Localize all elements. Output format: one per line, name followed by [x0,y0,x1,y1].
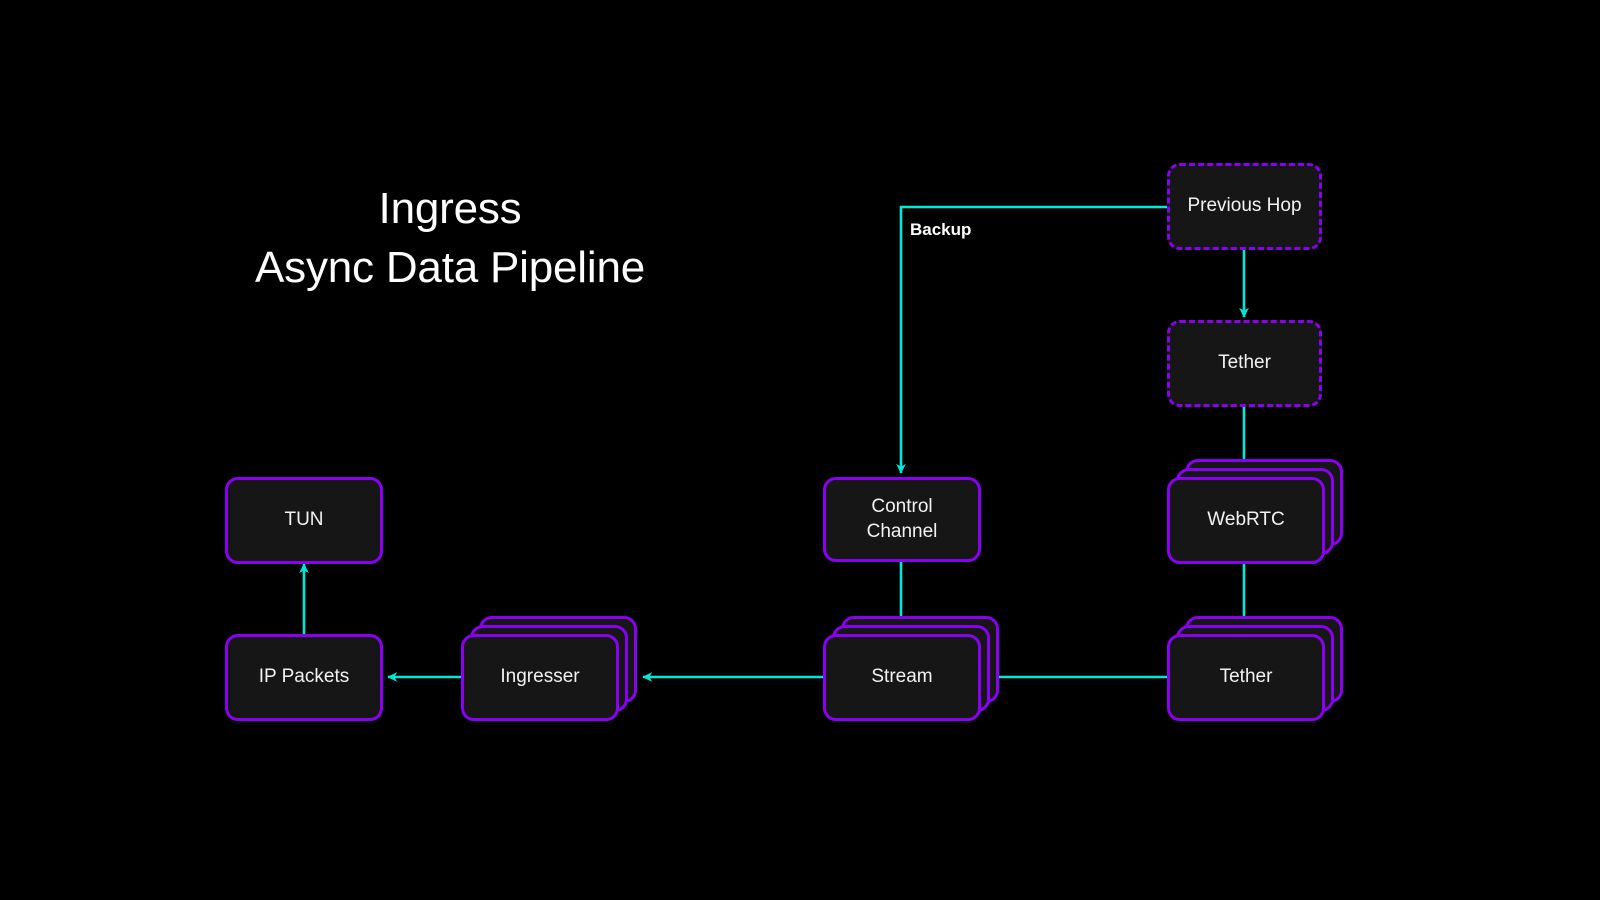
page-title: Ingress Async Data Pipeline [255,184,645,292]
edge-previous-hop-to-control-channel [896,205,1167,474]
node-tun-label: TUN [284,509,324,531]
node-previous-hop-label: Previous Hop [1187,195,1302,217]
node-tun[interactable]: TUN [225,477,383,564]
node-webrtc[interactable]: WebRTC [1167,459,1343,564]
node-ip-packets[interactable]: IP Packets [225,634,383,721]
node-tether-bottom-label: Tether [1219,666,1273,688]
node-ip-packets-label: IP Packets [258,666,350,688]
node-webrtc-label: WebRTC [1207,509,1285,531]
node-tether-top[interactable]: Tether [1167,320,1322,407]
node-tether-bottom[interactable]: Tether [1167,616,1343,721]
node-stream-front[interactable]: Stream [823,634,981,721]
node-control-channel[interactable]: Control Channel [823,477,981,562]
node-ingresser[interactable]: Ingresser [461,616,637,721]
node-tether-bottom-front[interactable]: Tether [1167,634,1325,721]
node-stream[interactable]: Stream [823,616,999,721]
node-stream-label: Stream [871,666,933,688]
node-ingresser-front[interactable]: Ingresser [461,634,619,721]
node-previous-hop[interactable]: Previous Hop [1167,163,1322,250]
node-control-channel-label: Control Channel [866,496,938,542]
edge-label-backup: Backup [910,220,972,239]
node-ingresser-label: Ingresser [500,666,580,688]
node-tether-top-label: Tether [1218,352,1271,374]
node-webrtc-front[interactable]: WebRTC [1167,477,1325,564]
